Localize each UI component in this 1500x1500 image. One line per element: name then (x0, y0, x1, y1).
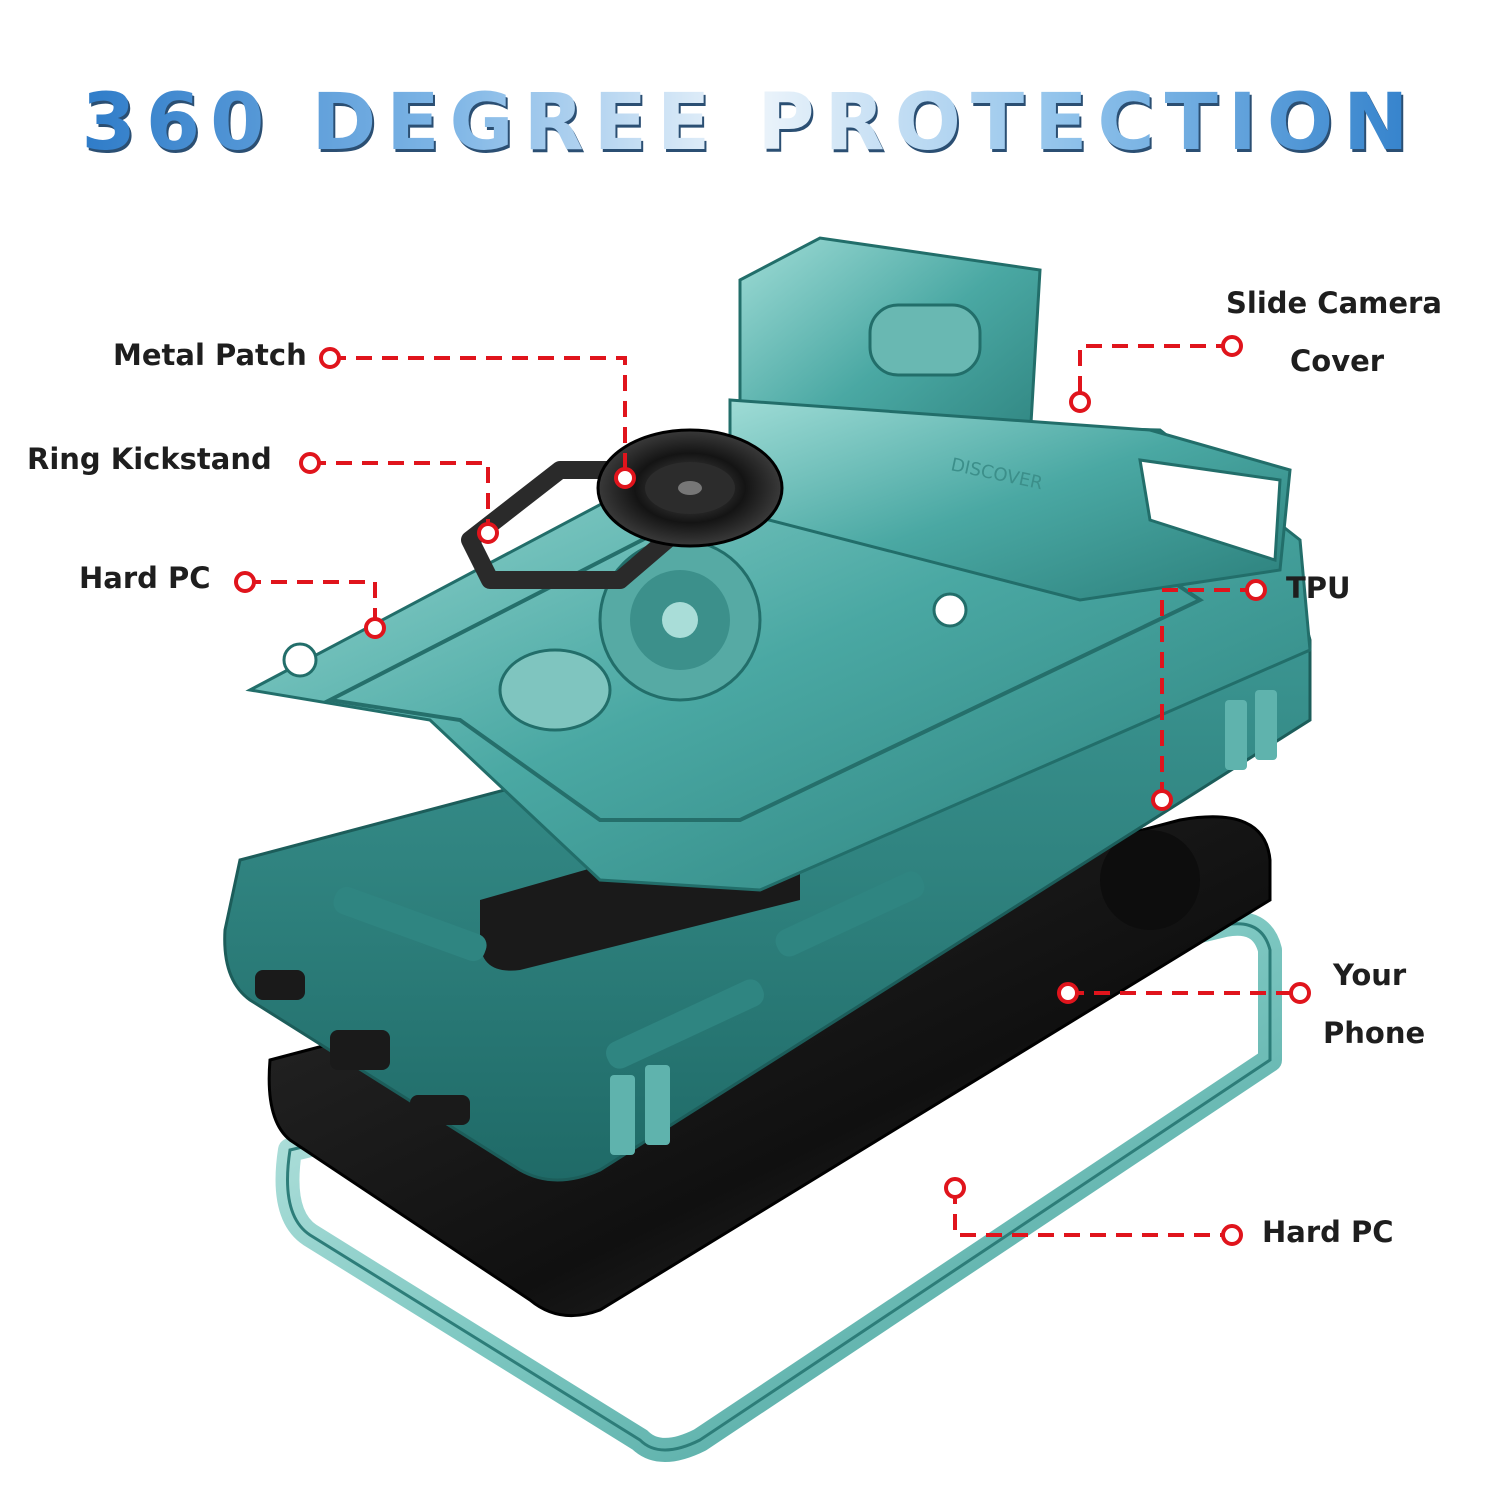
bottom-hard-pc-frame (275, 911, 1282, 1462)
ring-kickstand (461, 428, 784, 589)
label-your-phone-line1: Your (1333, 958, 1407, 992)
callout-lines (245, 344, 1300, 1237)
label-hard-pc-bottom: Hard PC (1262, 1215, 1394, 1249)
label-metal-patch: Metal Patch (113, 338, 307, 372)
headline: 360 DEGREE PROTECTION (0, 78, 1500, 168)
label-tpu: TPU (1286, 571, 1351, 605)
label-slide-camera-line2: Cover (1290, 344, 1385, 378)
label-your-phone-line2: Phone (1323, 1016, 1426, 1050)
slide-camera-cover: DISCOVER (728, 236, 1292, 602)
label-slide-camera-line1: Slide Camera (1226, 286, 1442, 320)
label-hard-pc-top: Hard PC (79, 561, 211, 595)
label-ring-kickstand: Ring Kickstand (27, 442, 272, 476)
callout-dots (234, 335, 1311, 1246)
